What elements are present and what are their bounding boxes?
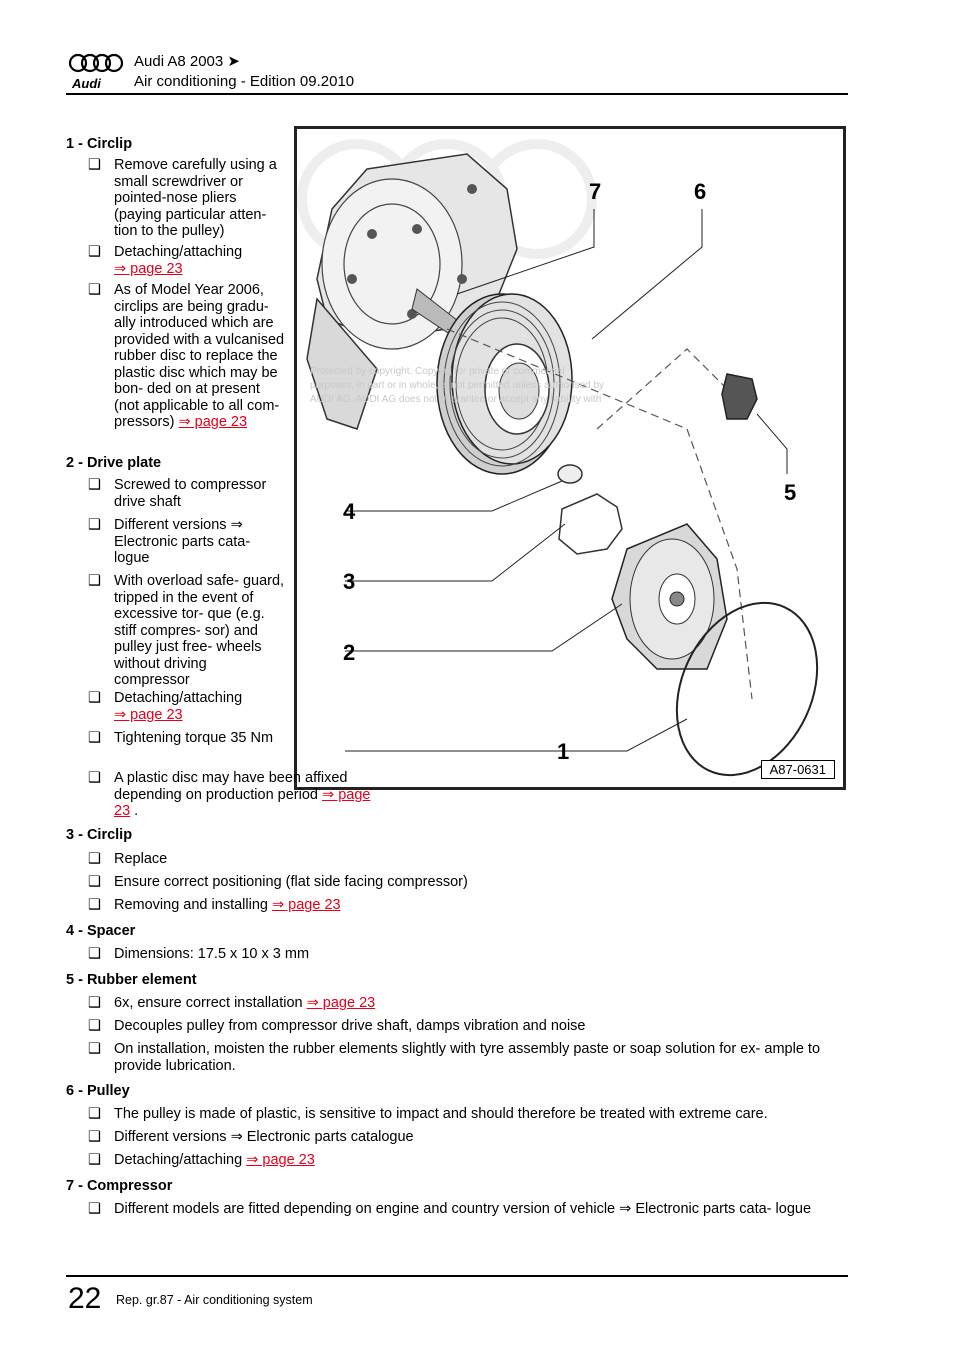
section-heading-rubber-element: 5 - Rubber element [66, 972, 197, 988]
svg-text:Audi: Audi [71, 76, 101, 91]
checkbox-icon: ❑ [88, 1201, 101, 1217]
checkbox-icon: ❑ [88, 1106, 101, 1122]
checkbox-icon: ❑ [88, 244, 101, 260]
callout-1: 1 [557, 739, 570, 764]
callout-2: 2 [343, 640, 356, 665]
checkbox-icon: ❑ [88, 730, 101, 746]
checkbox-icon: ❑ [88, 1152, 101, 1168]
checkbox-icon: ❑ [88, 1041, 101, 1057]
checkbox-icon: ❑ [88, 995, 101, 1011]
callout-5: 5 [784, 480, 797, 505]
page-link[interactable]: ⇒ page 23 [178, 414, 248, 430]
section-heading-spacer: 4 - Spacer [66, 923, 136, 939]
document-title: Audi A8 2003 ➤ [134, 53, 240, 70]
page-number: 22 [68, 1282, 102, 1315]
page-link[interactable]: ⇒ page 23 [306, 995, 376, 1011]
checkbox-icon: ❑ [88, 477, 101, 493]
callout-7: 7 [589, 179, 602, 204]
checkbox-icon: ❑ [88, 282, 101, 298]
footer-divider [66, 1275, 848, 1277]
checkbox-icon: ❑ [88, 1018, 101, 1034]
checkbox-icon: ❑ [88, 897, 101, 913]
footer-chapter: Rep. gr.87 - Air conditioning system [116, 1293, 313, 1307]
exploded-view-figure: 7 6 5 4 3 2 1 A87-0631 [294, 126, 846, 790]
page-link[interactable]: ⇒ page 23 [246, 1152, 315, 1168]
section-heading-drive-plate: 2 - Drive plate [66, 455, 162, 471]
header-divider [66, 93, 848, 95]
checkbox-icon: ❑ [88, 874, 101, 890]
checkbox-icon: ❑ [88, 770, 101, 786]
callout-4: 4 [343, 499, 356, 524]
compressor-exploded-drawing [297, 139, 819, 777]
checkbox-icon: ❑ [88, 1129, 101, 1145]
document-subtitle: Air conditioning - Edition 09.2010 [134, 73, 355, 90]
page-link[interactable]: ⇒ page 23 [271, 897, 341, 913]
page-link[interactable]: ⇒ page 23 [114, 706, 183, 723]
checkbox-icon: ❑ [88, 851, 101, 867]
page-link[interactable]: ⇒ page 23 [114, 260, 183, 277]
callout-6: 6 [694, 179, 707, 204]
checkbox-icon: ❑ [88, 157, 101, 173]
audi-logo: Audi [68, 52, 126, 92]
checkbox-icon: ❑ [88, 517, 101, 533]
section-heading-circlip: 1 - Circlip [66, 136, 133, 152]
figure-id-label: A87-0631 [760, 760, 835, 779]
section-heading-pulley: 6 - Pulley [66, 1083, 130, 1099]
section-heading-compressor: 7 - Compressor [66, 1178, 173, 1194]
page-link[interactable]: ⇒ page 23 [114, 786, 371, 820]
copyright-watermark: Protected by copyright. Copying for priv… [310, 366, 605, 405]
checkbox-icon: ❑ [88, 573, 101, 589]
checkbox-icon: ❑ [88, 946, 101, 962]
callout-3: 3 [343, 569, 356, 594]
section-heading-circlip-3: 3 - Circlip [66, 827, 133, 843]
checkbox-icon: ❑ [88, 690, 101, 706]
